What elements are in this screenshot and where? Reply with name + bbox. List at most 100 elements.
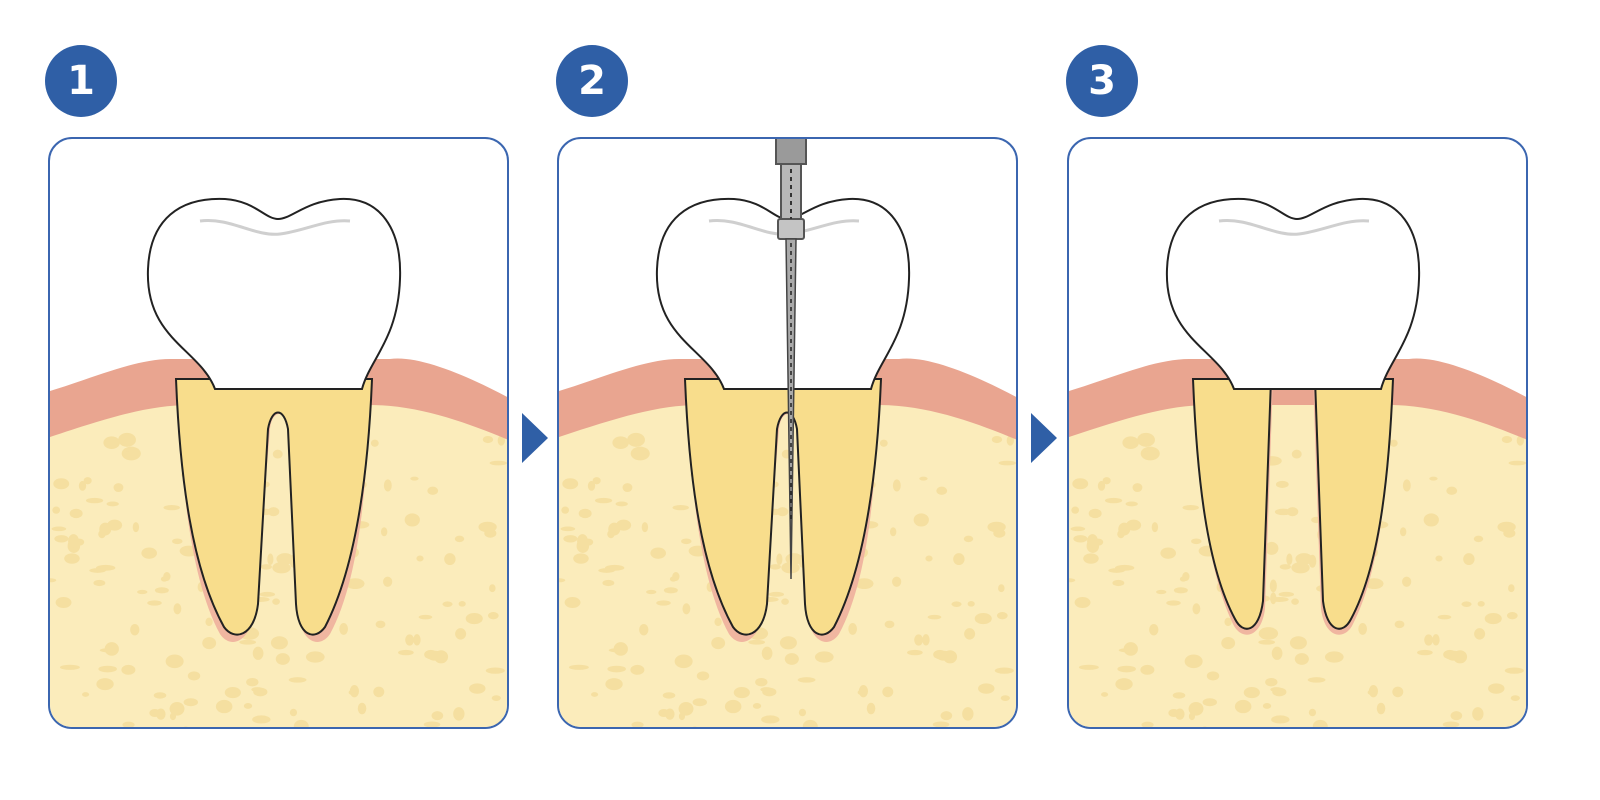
bone-spot [882, 686, 894, 698]
bone-spot [605, 678, 623, 691]
bone-spot [1234, 699, 1252, 714]
bone-spot [183, 698, 198, 707]
bone-spot [1221, 637, 1236, 650]
bone-spot [761, 646, 773, 660]
bone-spot [103, 436, 120, 450]
bone-spot [202, 637, 217, 650]
bone-spot [1270, 592, 1277, 605]
bone-spot [1274, 508, 1292, 516]
bone-spot [1188, 701, 1204, 716]
bone-spot [1140, 664, 1155, 675]
bone-spot [630, 446, 650, 461]
bone-spot [1108, 568, 1125, 573]
bone-spot [160, 576, 168, 582]
bone-spot [602, 579, 615, 587]
bone-spot [1286, 553, 1293, 566]
bone-spot [857, 689, 867, 696]
bone-spot [1291, 598, 1299, 605]
bone-spot [776, 553, 783, 566]
bone-spot [1389, 439, 1398, 447]
bone-spot [559, 578, 566, 583]
bone-spot [1166, 600, 1181, 606]
bone-spot [495, 721, 506, 727]
bone-spot [98, 665, 117, 673]
bone-spot [1070, 526, 1086, 532]
step-arrow-icon [1031, 413, 1057, 463]
bone-spot [674, 654, 693, 669]
root [174, 378, 374, 636]
bone-spot [1073, 535, 1088, 543]
step-3-panel [1067, 137, 1528, 729]
bone-spot [132, 522, 140, 533]
bone-spot [1484, 613, 1502, 625]
bone-spot [1243, 687, 1260, 699]
bone-spot [1270, 687, 1283, 692]
bone-spot [1168, 708, 1180, 718]
step-2-panel [557, 137, 1018, 729]
bone-spot [760, 687, 773, 692]
bone-spot [1078, 664, 1099, 670]
bone-spot [1446, 486, 1458, 495]
bone-spot [487, 611, 499, 620]
bone-spot [1069, 578, 1076, 583]
bone-spot [444, 553, 456, 566]
bone-spot [927, 614, 942, 620]
step-1-illustration [50, 197, 507, 727]
bone-spot [1083, 553, 1099, 564]
bone-spot [458, 601, 466, 607]
bone-spot [1179, 576, 1187, 582]
bone-spot [122, 721, 135, 727]
bone-spot [85, 497, 104, 504]
bone-spot [1262, 703, 1272, 709]
crown [1165, 197, 1421, 390]
bone-spot [1141, 721, 1154, 727]
bone-spot [427, 486, 439, 495]
bone-spot [64, 553, 80, 564]
bone-spot [672, 504, 689, 511]
bone-spot [1508, 584, 1515, 593]
bone-spot [53, 478, 70, 490]
bone-spot [866, 702, 876, 715]
tooth [146, 197, 402, 642]
bone-spot [1432, 634, 1440, 646]
bone-spot [1143, 447, 1151, 452]
bone-spot [1271, 715, 1290, 724]
bone-spot [1258, 639, 1276, 645]
bone-spot [413, 634, 421, 646]
bone-spot [940, 711, 953, 721]
bone-spot [592, 477, 601, 485]
bone-spot [1308, 708, 1317, 717]
bone-spot [562, 478, 579, 490]
bone-spot [1224, 617, 1232, 627]
bone-spot [370, 439, 379, 447]
bone-spot [1191, 538, 1202, 545]
bone-spot [130, 623, 140, 636]
bone-spot [497, 435, 505, 446]
bone-spot [1004, 721, 1015, 727]
bone-spot [964, 628, 976, 640]
bone-spot [1473, 535, 1484, 543]
bone-spot [616, 519, 632, 531]
bone-spot [431, 711, 444, 721]
right-root [1313, 378, 1395, 630]
bone-spot [81, 692, 90, 697]
bone-spot [442, 601, 453, 607]
bone-spot [121, 446, 141, 461]
bone-spot [1192, 603, 1201, 615]
bone-spot [478, 521, 497, 533]
bone-spot [892, 479, 901, 492]
bone-spot [1000, 695, 1010, 701]
bone-spot [914, 634, 924, 646]
bone-spot [1149, 623, 1159, 636]
bone-spot [656, 600, 671, 606]
bone-spot [52, 506, 61, 514]
bone-spot [1324, 651, 1344, 663]
bone-spot [1006, 435, 1014, 446]
bone-spot [797, 677, 816, 683]
bone-spot [137, 589, 148, 595]
bone-spot [1291, 449, 1302, 459]
bone-spot [54, 535, 69, 543]
bone-spot [107, 519, 123, 531]
bone-spot [590, 692, 599, 697]
bone-spot [889, 527, 897, 537]
